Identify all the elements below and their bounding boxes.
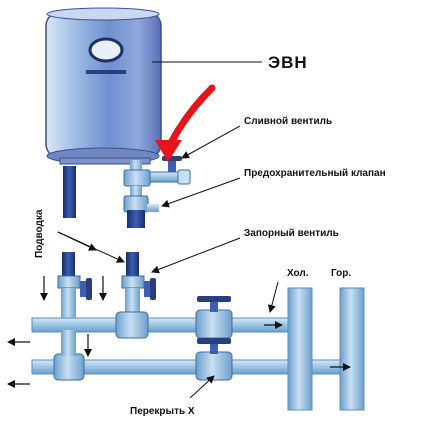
lower-main-valve-shut-x bbox=[195, 338, 233, 381]
safety-valve bbox=[123, 186, 159, 228]
label-safety-valve: Предохранительный клапан bbox=[244, 168, 386, 179]
red-highlight-arrow bbox=[155, 84, 216, 162]
label-drain-valve: Сливной вентиль bbox=[244, 116, 332, 127]
label-hot: Гор. bbox=[331, 268, 351, 279]
upper-tee bbox=[115, 311, 149, 339]
hot-riser bbox=[339, 287, 365, 411]
right-riser bbox=[121, 252, 156, 312]
cold-riser bbox=[287, 287, 313, 411]
label-shut-x: Перекрыть Х bbox=[130, 406, 195, 417]
lower-tee bbox=[53, 353, 85, 381]
label-cold: Хол. bbox=[287, 268, 309, 279]
leader-lines bbox=[57, 61, 279, 399]
left-riser bbox=[57, 252, 92, 322]
upper-main-valve bbox=[195, 296, 233, 339]
upper-main-pipe bbox=[31, 317, 303, 333]
label-evn: ЭВН bbox=[268, 53, 308, 72]
heater-supply-pipe bbox=[63, 166, 76, 218]
label-supply: Подводка bbox=[34, 209, 45, 258]
water-heater bbox=[45, 7, 162, 165]
flow-arrows bbox=[7, 276, 351, 388]
label-shutoff-valve: Запорный вентиль bbox=[244, 228, 339, 239]
cross-link-pipe bbox=[61, 330, 76, 356]
